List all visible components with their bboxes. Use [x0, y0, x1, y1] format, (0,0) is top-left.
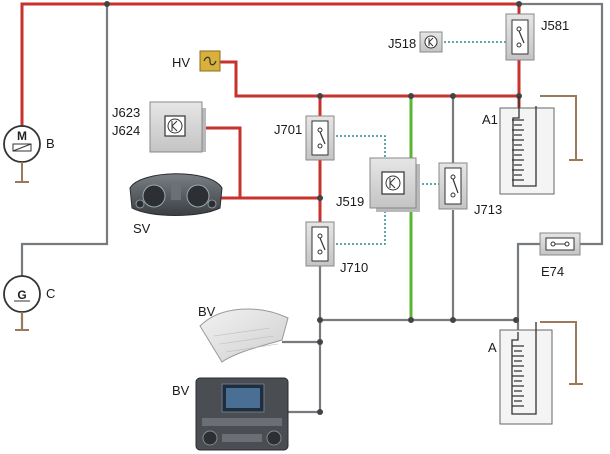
junction-dots	[104, 1, 522, 415]
generator-c: G C	[3, 275, 55, 331]
motor-label: B	[46, 136, 55, 151]
j623-label: J623	[112, 105, 140, 120]
bv-top-label: BV	[198, 304, 216, 319]
a1-label: A1	[482, 112, 498, 127]
motor-symbol: M	[17, 129, 27, 143]
j623-j624-control-unit: J623 J624	[112, 101, 206, 153]
generator-label: C	[46, 286, 55, 301]
j519-label: J519	[336, 194, 364, 209]
j581-label: J581	[541, 18, 569, 33]
sv-instrument-cluster: SV	[129, 173, 223, 236]
hv-label: HV	[172, 55, 190, 70]
battery-a: A	[488, 321, 583, 425]
bv-bottom-label: BV	[172, 383, 190, 398]
j519-control-unit: J519	[336, 157, 420, 212]
a-label: A	[488, 340, 497, 355]
motor-b: M B	[3, 125, 55, 183]
e74-label: E74	[541, 264, 564, 279]
j710-label: J710	[340, 260, 368, 275]
j518-label: J518	[388, 36, 416, 51]
generator-symbol: G	[17, 288, 26, 302]
j710-relay: J710	[305, 221, 368, 275]
j713-label: J713	[474, 202, 502, 217]
j713-relay: J713	[438, 162, 502, 217]
bv-infotainment-unit: BV	[172, 377, 289, 451]
gray-wires	[20, 2, 604, 414]
signal-lines	[336, 41, 506, 245]
e74-switch: E74	[539, 232, 581, 279]
j701-relay: J701	[274, 115, 335, 161]
bv-touch-pad: BV	[198, 304, 289, 363]
j701-label: J701	[274, 122, 302, 137]
j624-label: J624	[112, 123, 140, 138]
sv-label: SV	[133, 221, 151, 236]
battery-a1: A1	[482, 95, 583, 195]
red-wires	[20, 2, 521, 222]
hv-fuse: HV	[172, 50, 221, 72]
j581-relay: J581	[505, 13, 569, 61]
j518-module: J518	[388, 31, 443, 53]
